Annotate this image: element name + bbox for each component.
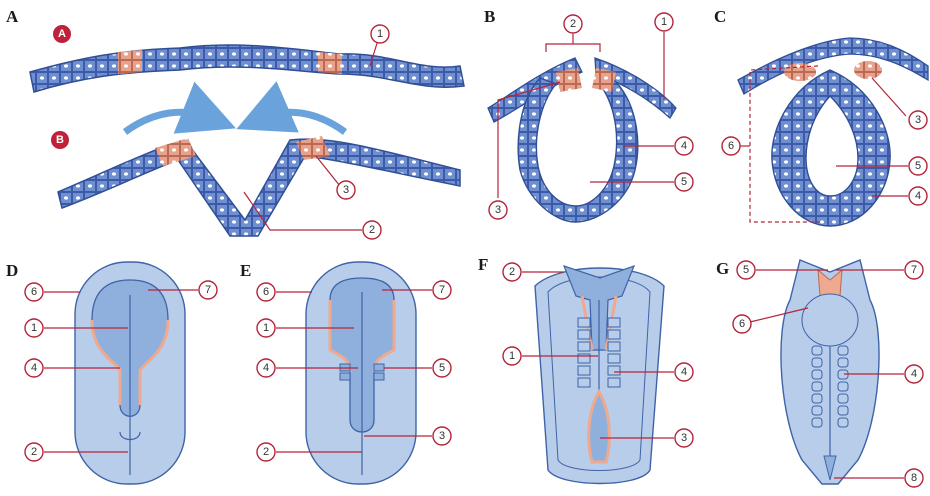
callout-label: 4 xyxy=(681,366,687,378)
panel-d-letter: D xyxy=(6,261,18,280)
callout-label: 1 xyxy=(263,322,269,334)
callout-label: 2 xyxy=(570,18,576,30)
panel-e-letter: E xyxy=(240,261,251,280)
neural-crest-right xyxy=(318,52,342,74)
panel-c-letter: C xyxy=(714,7,726,26)
callout-label: 2 xyxy=(369,224,375,236)
crest-cells-b-left xyxy=(556,68,582,92)
ectoderm-sheet xyxy=(30,45,464,92)
callout-label: 6 xyxy=(739,318,745,330)
callout-label: 2 xyxy=(31,446,37,458)
somite xyxy=(838,394,848,403)
callout-label: 2 xyxy=(263,446,269,458)
panel-e: E 6 7 1 4 5 2 3 xyxy=(240,261,451,484)
neural-tube-b xyxy=(518,78,638,222)
callout-label: 7 xyxy=(439,284,445,296)
callout-label: 5 xyxy=(915,160,921,172)
somite xyxy=(812,370,822,379)
callout-label: 7 xyxy=(205,284,211,296)
somite xyxy=(812,346,822,355)
fold-arrow-left xyxy=(125,112,210,132)
crest-cells-c-right xyxy=(854,61,882,79)
somite xyxy=(608,342,620,351)
stage-a-badge-label: A xyxy=(58,28,66,40)
neural-tube-c xyxy=(772,70,890,226)
callout-label: 4 xyxy=(31,362,37,374)
somite xyxy=(838,382,848,391)
somite xyxy=(578,318,590,327)
somite xyxy=(838,358,848,367)
callout-label: 8 xyxy=(911,472,917,484)
somite xyxy=(578,366,590,375)
panel-g: G 5 7 6 4 8 xyxy=(716,259,923,487)
callout-label: 5 xyxy=(681,176,687,188)
callout-label: 3 xyxy=(495,204,501,216)
somite xyxy=(608,318,620,327)
panel-c: C 6 3 5 4 xyxy=(714,7,928,226)
somite xyxy=(578,342,590,351)
somite xyxy=(608,378,620,387)
callout-label: 1 xyxy=(377,28,383,40)
neural-crest-left xyxy=(118,50,142,74)
somite xyxy=(578,330,590,339)
somite xyxy=(812,394,822,403)
fold-arrow-right xyxy=(262,112,345,132)
panel-g-letter: G xyxy=(716,259,729,278)
panel-d: D 6 7 1 4 2 xyxy=(6,261,217,484)
callout-label: 6 xyxy=(31,286,37,298)
callout-label: 5 xyxy=(439,362,445,374)
panel-a-letter: A xyxy=(6,7,19,26)
panel-f-letter: F xyxy=(478,255,488,274)
callout-label: 5 xyxy=(743,264,749,276)
somite xyxy=(812,406,822,415)
somite xyxy=(608,354,620,363)
somite xyxy=(838,346,848,355)
callout-label: 4 xyxy=(915,190,921,202)
callout-label: 7 xyxy=(911,264,917,276)
callout-label: 3 xyxy=(343,184,349,196)
somite xyxy=(812,382,822,391)
somite xyxy=(374,373,384,380)
somite xyxy=(608,366,620,375)
somite xyxy=(608,330,620,339)
callout-label: 3 xyxy=(681,432,687,444)
somite xyxy=(374,364,384,371)
callout-label: 3 xyxy=(915,114,921,126)
somite xyxy=(838,406,848,415)
somite xyxy=(340,373,350,380)
bracket xyxy=(546,44,600,52)
panel-b-letter: B xyxy=(484,7,495,26)
callout-label: 1 xyxy=(661,16,667,28)
callout-label: 1 xyxy=(509,350,515,362)
callout-label: 3 xyxy=(439,430,445,442)
callout-label: 1 xyxy=(31,322,37,334)
panel-f: F 2 1 4 3 xyxy=(478,255,693,484)
somite xyxy=(838,418,848,427)
somite xyxy=(812,418,822,427)
somite xyxy=(812,358,822,367)
crest-cells-b-right xyxy=(592,68,616,92)
callout-label: 6 xyxy=(263,286,269,298)
stage-b-badge-label: B xyxy=(56,134,64,146)
crest-cells-c-left xyxy=(784,63,816,81)
panel-a: A A 1 B 3 2 xyxy=(6,7,464,239)
neural-plate-fold xyxy=(58,139,460,236)
callout-label: 4 xyxy=(681,140,687,152)
somite xyxy=(578,378,590,387)
somite xyxy=(578,354,590,363)
brain-vesicle xyxy=(802,294,858,346)
callout-label: 4 xyxy=(911,368,917,380)
callout-label: 4 xyxy=(263,362,269,374)
callout-label: 6 xyxy=(728,140,734,152)
panel-b: B 2 1 3 4 5 xyxy=(484,7,693,222)
callout-label: 2 xyxy=(509,266,515,278)
